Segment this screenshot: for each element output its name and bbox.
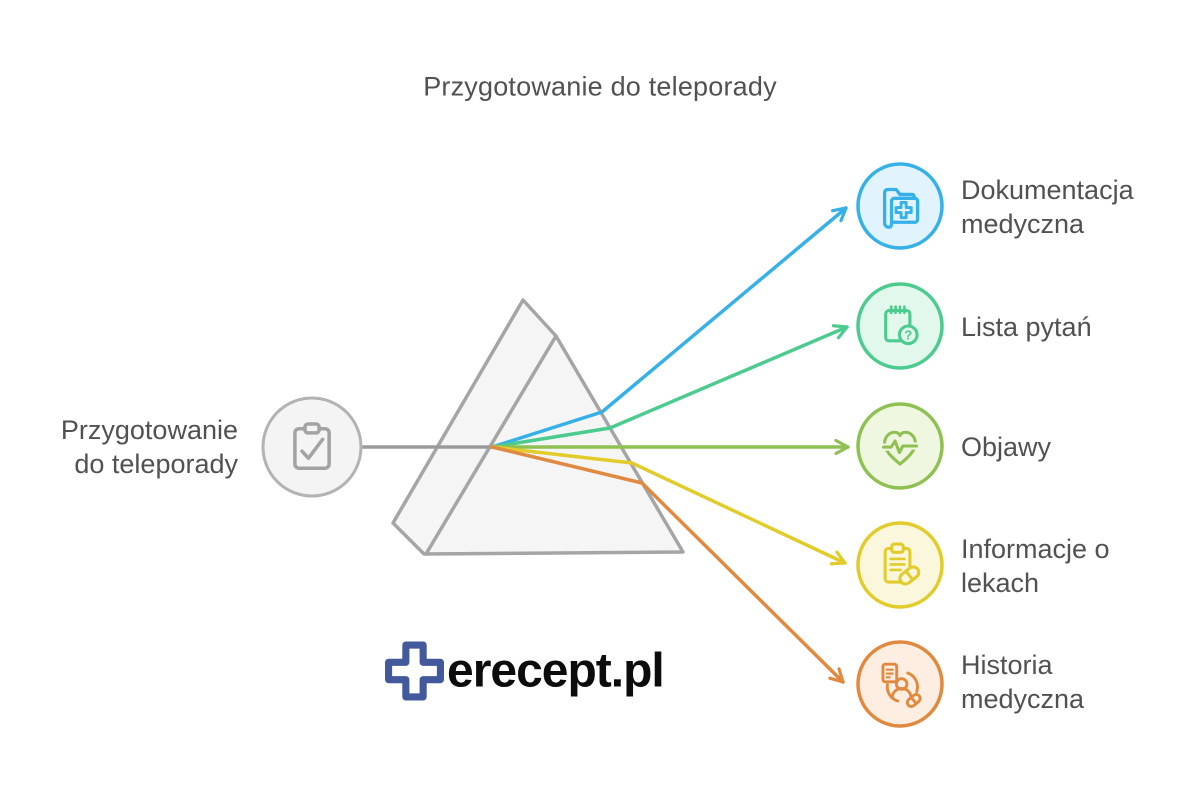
output-label-objawy: Objawy [961,432,1052,462]
ray-questions [490,324,849,449]
output-label-lista-pytan: Lista pytań [961,312,1092,342]
output-node-informacje-o-lekach [856,521,944,609]
notepad-question-icon: ? [884,305,919,346]
prism-body [391,298,685,556]
rays [490,206,850,684]
source-node [261,396,363,498]
logo-text: erecept.pl [447,644,665,697]
heart-pulse-icon [878,430,922,466]
medical-folder-icon [882,187,920,229]
logo-cross-icon [385,641,444,701]
output-label-historia-medyczna: Historia medyczna [961,650,1085,714]
svg-text:?: ? [904,328,912,343]
output-node-objawy [856,402,944,490]
prism-front-edge [424,334,558,556]
ray-medical-docs [490,206,848,449]
source-label: Przygotowanie do teleporady [60,415,238,479]
output-node-lista-pytan: ? [856,282,944,370]
prism [391,298,685,556]
clipboard-pill-icon [883,542,921,586]
output-label-informacje-o-lekach: Informacje o lekach [961,534,1110,598]
ray-history [490,445,845,684]
patient-records-icon [881,662,922,708]
ray-medications [490,445,847,566]
output-node-dokumentacja [856,162,944,250]
clipboard-check-icon [293,422,331,471]
logo: erecept.pl [384,641,665,702]
node-circle [856,282,944,370]
output-label-dokumentacja: Dokumentacja medyczna [961,175,1134,239]
page-title: Przygotowanie do teleporady [423,71,777,102]
node-circle [856,640,944,728]
output-node-historia-medyczna [856,640,944,728]
source-circle [261,396,363,498]
